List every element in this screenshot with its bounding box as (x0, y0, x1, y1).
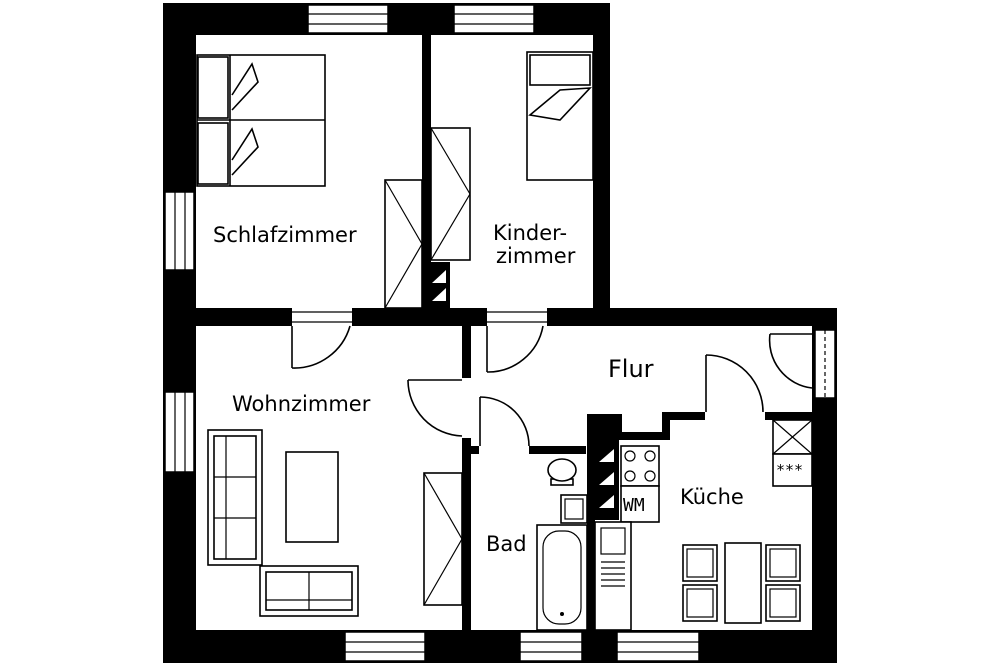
wall-right-upper (593, 3, 610, 323)
wall-top-right (593, 308, 837, 326)
sofa (207, 429, 263, 566)
shaft-child-room (427, 262, 450, 308)
bedroom-wardrobe (384, 179, 423, 309)
coffee-table (285, 451, 339, 543)
window-bath-bottom (519, 631, 583, 662)
room-label-kinderzimmer-line1: Kinder- (493, 221, 567, 245)
door-living-flur (407, 378, 471, 438)
shaft-marks (432, 270, 614, 508)
kitchen-sink (594, 521, 632, 631)
door-entrance (768, 333, 813, 389)
wall-flur-kitchen-b (614, 432, 666, 440)
door-child-flur (486, 308, 547, 373)
room-label-flur: Flur (608, 355, 654, 383)
wall-bed-child (422, 35, 431, 310)
window-living-left (164, 391, 195, 473)
child-wardrobe (430, 127, 471, 261)
stove-marks-label: *** (776, 461, 803, 479)
wall-bottom (163, 630, 837, 663)
window-bedroom-top (307, 4, 389, 34)
windows (164, 4, 836, 662)
room-label-bad: Bad (486, 532, 527, 556)
wall-flur-kitchen-c (662, 412, 670, 440)
room-label-schlafzimmer: Schlafzimmer (213, 223, 357, 247)
kitchen-cabinet (772, 419, 813, 487)
bathtub (536, 524, 588, 631)
door-living-top (291, 308, 352, 369)
window-living-bottom (344, 631, 426, 662)
window-bedroom-left (164, 191, 195, 271)
door-bath (479, 396, 530, 454)
stove (620, 445, 660, 487)
wall-living-flur (462, 318, 471, 630)
loveseat (259, 565, 359, 617)
wall-bath-kitchen (587, 414, 595, 630)
bath-sink (560, 494, 588, 524)
single-bed (526, 51, 594, 181)
doors (291, 308, 813, 454)
dining-set (682, 542, 801, 624)
washing-machine (620, 485, 660, 523)
living-cabinet (423, 472, 463, 606)
room-label-wohnzimmer: Wohnzimmer (232, 392, 371, 416)
room-label-kueche: Küche (680, 485, 744, 509)
window-child-top (453, 4, 535, 34)
double-bed (196, 54, 326, 187)
window-flur-right (814, 329, 836, 399)
window-kitchen-bottom (616, 631, 700, 662)
door-kitchen (705, 354, 765, 420)
washing-machine-label: WM (623, 495, 645, 516)
walls (163, 3, 837, 663)
room-label-kinderzimmer-line2: zimmer (496, 244, 576, 268)
toilet (547, 458, 577, 486)
wall-left (163, 3, 196, 663)
